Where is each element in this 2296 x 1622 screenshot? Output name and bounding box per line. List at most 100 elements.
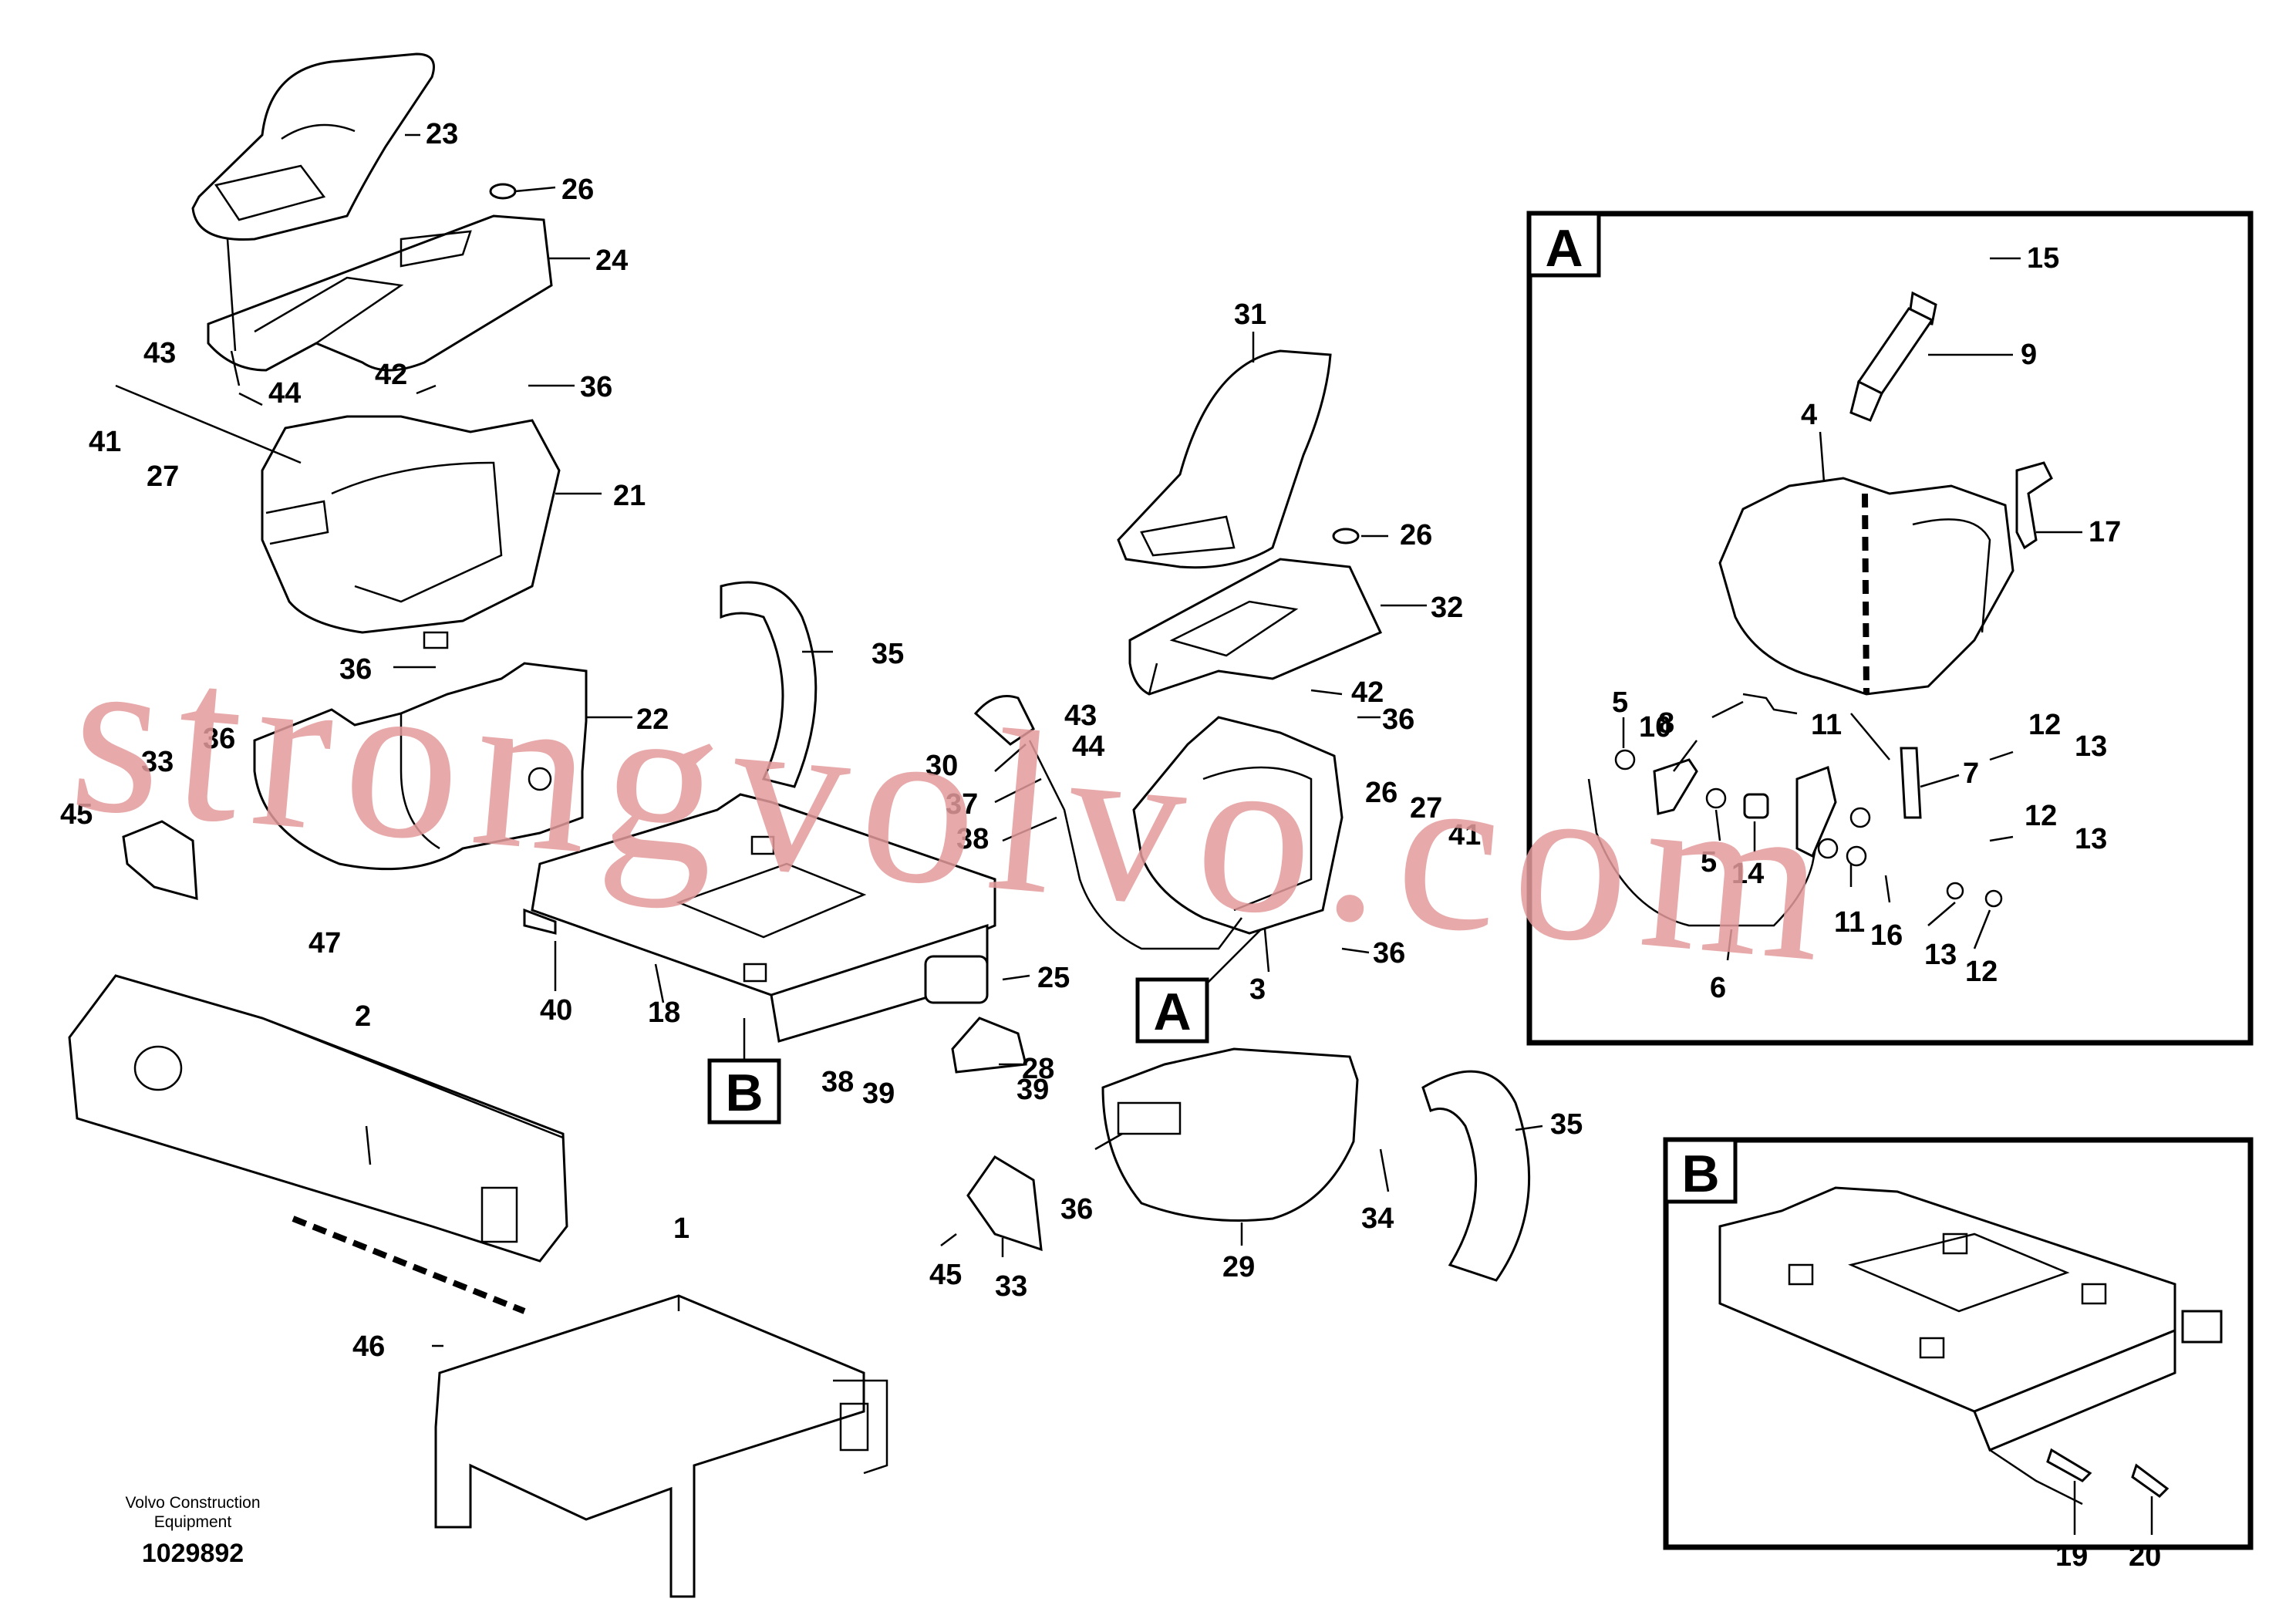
cover-24: [207, 214, 553, 372]
label-35: 35: [1550, 1108, 1583, 1141]
label-15: 15: [2027, 242, 2059, 275]
label-28: 28: [1022, 1053, 1054, 1085]
company-subname: Equipment: [154, 1513, 232, 1531]
panel-2: [68, 974, 568, 1263]
label-45: 45: [60, 798, 93, 831]
label-43: 43: [143, 337, 176, 369]
housing-21: [261, 415, 561, 649]
label-27: 27: [1410, 792, 1442, 824]
bracket-33a: [122, 820, 198, 901]
label-43: 43: [1064, 700, 1097, 732]
bolt-40: [523, 908, 557, 935]
joystick-30: [973, 695, 1242, 950]
label-18: 18: [648, 996, 680, 1029]
label-32: 32: [1431, 592, 1463, 624]
leader-lines: [115, 133, 1543, 1347]
label-35: 35: [872, 638, 904, 670]
label-11: 11: [1834, 906, 1865, 939]
label-1: 1: [673, 1212, 689, 1245]
label-13: 13: [2075, 823, 2107, 855]
label-38: 38: [956, 823, 989, 855]
label-46: 46: [352, 1330, 385, 1363]
label-45: 45: [929, 1259, 962, 1291]
label-19: 19: [2055, 1540, 2088, 1573]
inset-b: B: [1663, 1137, 2254, 1550]
label-4: 4: [1801, 399, 1817, 431]
armrest-23: [191, 52, 435, 241]
label-16: 16: [1870, 919, 1903, 952]
inset-b-labels: 19 20: [2055, 1540, 2161, 1573]
inset-a-labels: 15 9 4 17 5 8 10 11 12 13 7 12 13 5 14 1…: [1612, 242, 2121, 1004]
label-36: 36: [580, 371, 612, 403]
label-39: 39: [1017, 1074, 1049, 1106]
label-36: 36: [339, 653, 372, 686]
cover-32: [1128, 558, 1383, 696]
housing-3: [1132, 716, 1344, 935]
label-17: 17: [2089, 516, 2121, 548]
label-41: 41: [89, 426, 121, 458]
svg-text:A: A: [1153, 983, 1191, 1041]
label-20: 20: [2129, 1540, 2161, 1573]
label-27: 27: [147, 460, 179, 493]
tube-35a: [720, 581, 818, 788]
label-40: 40: [540, 994, 572, 1027]
label-13: 13: [2075, 730, 2107, 763]
plug-26a: [489, 183, 517, 200]
label-7: 7: [1963, 757, 1979, 790]
label-36: 36: [1382, 703, 1414, 736]
label-36: 36: [203, 723, 235, 755]
label-2: 2: [355, 1000, 371, 1033]
part-labels: 23 26 24 43 44 42 36 41 27 21 36 22 36 3…: [60, 118, 1583, 1363]
label-13: 13: [1924, 939, 1957, 971]
label-12: 12: [2028, 709, 2061, 741]
label-37: 37: [946, 788, 978, 821]
label-30: 30: [925, 750, 958, 782]
label-25: 25: [1037, 962, 1070, 994]
bracket-25: [924, 955, 989, 1004]
section-marker-b: B: [707, 1018, 781, 1125]
svg-text:B: B: [1681, 1145, 1719, 1203]
label-42: 42: [1351, 676, 1384, 709]
plate-18: [531, 793, 996, 1043]
label-12: 12: [1965, 956, 1998, 988]
armrest-31: [1117, 349, 1332, 569]
svg-text:A: A: [1545, 219, 1583, 278]
label-12: 12: [2025, 800, 2057, 832]
label-22: 22: [636, 703, 669, 736]
shell-22: [253, 662, 588, 871]
label-44: 44: [268, 377, 301, 410]
label-47: 47: [308, 927, 341, 959]
frame-1: [434, 1294, 888, 1598]
label-10: 10: [1639, 711, 1671, 744]
label-36: 36: [1060, 1193, 1093, 1226]
label-24: 24: [595, 244, 628, 277]
label-26: 26: [1365, 777, 1397, 809]
label-41: 41: [1448, 819, 1481, 851]
label-5: 5: [1701, 846, 1717, 878]
label-23: 23: [426, 118, 458, 150]
plug-26b: [1332, 528, 1360, 545]
tube-35b: [1421, 1070, 1531, 1282]
label-14: 14: [1731, 858, 1764, 890]
svg-text:B: B: [725, 1064, 763, 1122]
label-5: 5: [1612, 686, 1628, 719]
label-26: 26: [561, 174, 594, 206]
label-29: 29: [1222, 1251, 1255, 1283]
section-marker-a: A: [1135, 929, 1262, 1044]
bracket-28: [951, 1017, 1027, 1074]
label-21: 21: [613, 480, 646, 512]
label-11: 11: [1811, 709, 1842, 741]
label-9: 9: [2021, 339, 2037, 371]
inset-a: A: [1526, 211, 2254, 1046]
label-3: 3: [1249, 973, 1266, 1006]
label-42: 42: [375, 359, 407, 391]
label-33: 33: [995, 1270, 1027, 1303]
label-26: 26: [1400, 519, 1432, 551]
footer: Volvo Construction Equipment 1029892: [125, 1494, 260, 1568]
label-33: 33: [141, 746, 174, 778]
label-36: 36: [1373, 937, 1405, 969]
label-39: 39: [862, 1077, 895, 1110]
bracket-33b: [966, 1155, 1043, 1252]
label-44: 44: [1072, 730, 1104, 763]
